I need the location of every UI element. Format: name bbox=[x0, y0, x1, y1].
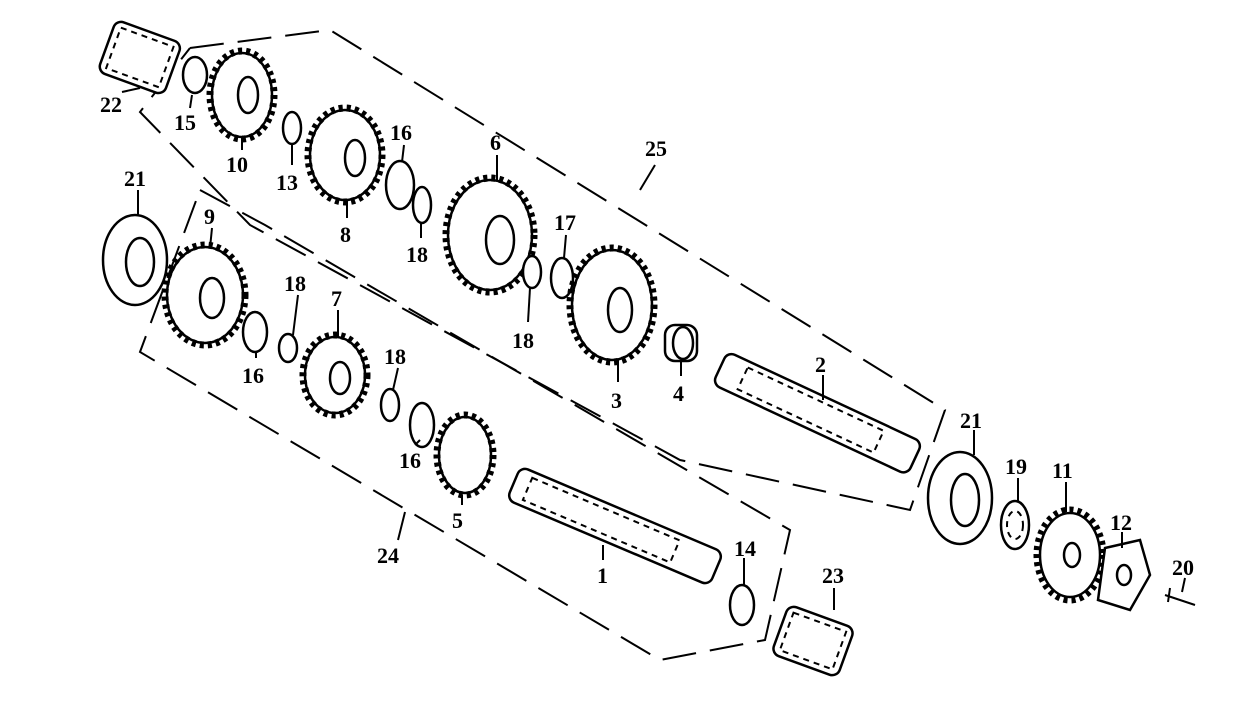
label-18-lower-left: 18 bbox=[284, 271, 306, 296]
label-12: 12 bbox=[1110, 510, 1132, 535]
needle-bearing-23 bbox=[772, 605, 854, 677]
label-17: 17 bbox=[554, 210, 576, 235]
label-14: 14 bbox=[734, 536, 756, 561]
gear-3 bbox=[566, 244, 658, 366]
label-1: 1 bbox=[597, 563, 608, 588]
label-18-lower: 18 bbox=[384, 344, 406, 369]
gear-6 bbox=[442, 174, 538, 296]
mainshaft-assembly-outline-24 bbox=[138, 189, 792, 662]
washer-16-upper bbox=[384, 159, 416, 211]
circlip-18-upper bbox=[411, 185, 433, 225]
washer-16-lower-left bbox=[241, 310, 269, 354]
bearing-21-right bbox=[926, 450, 994, 546]
circlip-13 bbox=[281, 110, 303, 146]
label-7: 7 bbox=[331, 286, 342, 311]
plate-12 bbox=[1096, 538, 1152, 612]
gear-8 bbox=[304, 104, 386, 206]
label-20: 20 bbox=[1172, 555, 1194, 580]
gear-5 bbox=[433, 411, 497, 499]
label-6: 6 bbox=[490, 130, 501, 155]
label-16-upper: 16 bbox=[390, 120, 412, 145]
label-22: 22 bbox=[100, 92, 122, 117]
mainshaft-1 bbox=[507, 467, 723, 585]
label-8: 8 bbox=[340, 222, 351, 247]
gear-9 bbox=[161, 241, 249, 349]
label-11: 11 bbox=[1052, 458, 1073, 483]
bushing-4 bbox=[663, 323, 699, 363]
sprocket-11 bbox=[1033, 506, 1107, 604]
label-9: 9 bbox=[204, 204, 215, 229]
circlip-18-mid bbox=[521, 254, 543, 290]
label-3: 3 bbox=[611, 388, 622, 413]
label-16-lower: 16 bbox=[399, 448, 421, 473]
label-19: 19 bbox=[1005, 454, 1027, 479]
bolt-20 bbox=[1164, 587, 1196, 606]
leader-lines bbox=[121, 87, 1186, 610]
gear-7 bbox=[299, 331, 371, 419]
countershaft-2 bbox=[713, 352, 922, 474]
countershaft-assembly-outline-25 bbox=[138, 28, 947, 512]
label-25: 25 bbox=[645, 136, 667, 161]
label-13: 13 bbox=[276, 170, 298, 195]
washer-16-lower bbox=[408, 401, 436, 449]
label-18-upper: 18 bbox=[406, 242, 428, 267]
circlip-18-lower-left bbox=[277, 332, 299, 364]
label-23: 23 bbox=[822, 563, 844, 588]
label-2: 2 bbox=[815, 352, 826, 377]
washer-15 bbox=[181, 55, 209, 95]
label-21-left: 21 bbox=[124, 166, 146, 191]
gear-10 bbox=[206, 47, 278, 143]
label-5: 5 bbox=[452, 508, 463, 533]
label-21-right: 21 bbox=[960, 408, 982, 433]
label-16-lower-left: 16 bbox=[242, 363, 264, 388]
label-18-mid: 18 bbox=[512, 328, 534, 353]
circlip-18-lower bbox=[379, 387, 401, 423]
bushing-19 bbox=[999, 499, 1031, 551]
washer-14 bbox=[728, 583, 756, 627]
label-24: 24 bbox=[377, 543, 399, 568]
needle-bearing-22 bbox=[98, 20, 182, 95]
washer-17 bbox=[549, 256, 575, 300]
label-15: 15 bbox=[174, 110, 196, 135]
bearing-21-left bbox=[101, 213, 169, 307]
label-10: 10 bbox=[226, 152, 248, 177]
label-4: 4 bbox=[673, 381, 684, 406]
